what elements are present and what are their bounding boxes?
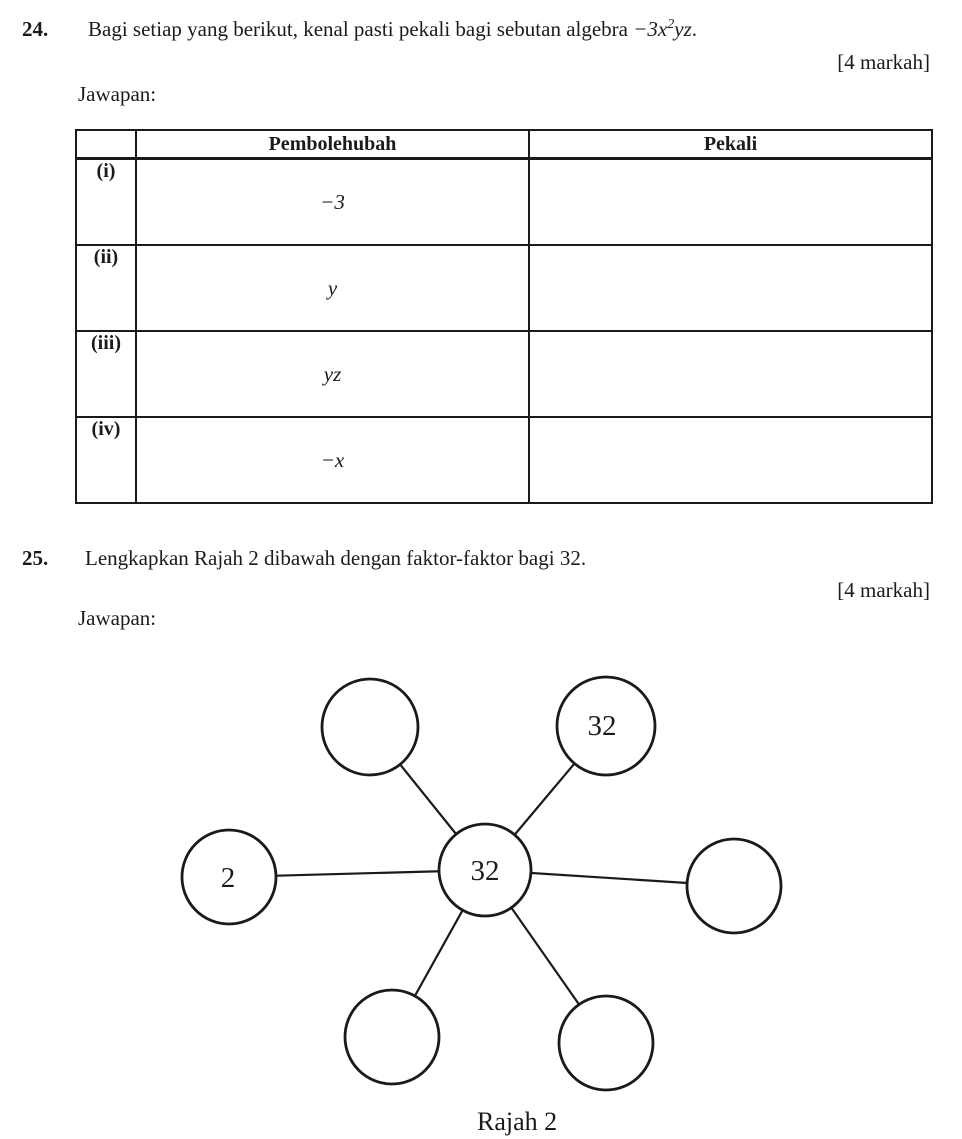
variable-cell: −3 [135,157,530,246]
table-row: (ii) y [75,244,933,332]
question-24-answer-label: Jawapan: [78,82,157,106]
pekali-answer-cell [528,244,933,332]
row-label: (i) [75,157,137,246]
factor-node-bottom-right [557,994,655,1092]
coefficient-table: Pembolehubah Pekali (i) −3 (ii) y (iii) … [75,129,933,504]
pekali-answer-cell [528,157,933,246]
row-label: (iii) [75,330,137,418]
question-24-marks: [4 markah] [837,50,930,74]
variable-cell: yz [135,330,530,418]
factor-node-top-left [320,677,420,777]
center-node [437,822,533,918]
algebra-term-coefficient: −3 [633,17,658,41]
row-label: (iv) [75,416,137,504]
pekali-answer-cell [528,330,933,418]
node-label-left: 2 [221,862,236,894]
table-row: (iii) yz [75,330,933,418]
factor-node-left [180,828,278,926]
node-label-top-right: 32 [588,710,617,742]
diagram-caption: Rajah 2 [477,1107,558,1136]
header-index [75,129,137,160]
variable-cell: −x [135,416,530,504]
question-25-marks: [4 markah] [837,578,930,602]
table-row: (iv) −x [75,416,933,504]
algebra-term-base: x [657,17,668,41]
sentence-period: . [691,17,697,41]
table-row: (i) −3 [75,157,933,246]
factor-diagram: 32 32 2 [180,675,783,1092]
factor-node-bottom-left [343,988,441,1086]
center-node-label: 32 [471,855,500,887]
row-label: (ii) [75,244,137,332]
factor-node-right [685,837,783,935]
question-24-prefix: Bagi setiap yang berikut, kenal pasti pe… [88,17,634,41]
question-25-answer-label: Jawapan: [78,606,157,630]
factor-node-top-right [555,675,657,777]
question-25-text: Lengkapkan Rajah 2 dibawah dengan faktor… [85,546,587,570]
question-25-number: 25. [22,546,49,570]
question-24-number: 24. [22,17,49,41]
pekali-answer-cell [528,416,933,504]
variable-cell: y [135,244,530,332]
header-pekali: Pekali [528,129,933,160]
question-24-text: Bagi setiap yang berikut, kenal pasti pe… [88,17,697,42]
header-pembolehubah: Pembolehubah [135,129,530,160]
algebra-term-tail: yz [674,17,692,41]
table-header-row: Pembolehubah Pekali [75,129,933,160]
algebra-term-exponent: 2 [667,17,675,32]
